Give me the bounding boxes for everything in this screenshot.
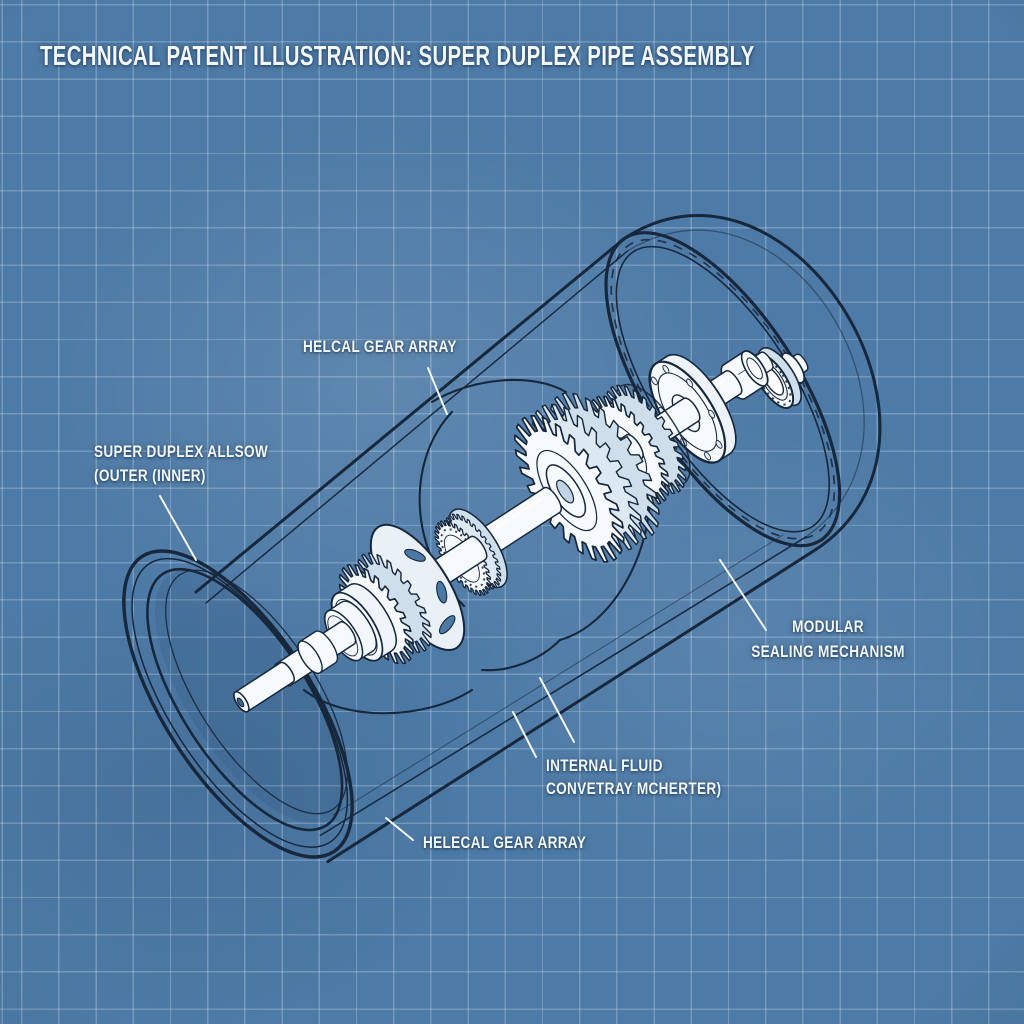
flange-bolt-hole bbox=[686, 378, 694, 388]
label-super-duplex-alloy: SUPER DUPLEX ALLSOW (OUTER (INNER) bbox=[94, 440, 268, 488]
leader-helical-top bbox=[427, 367, 448, 415]
label-super-duplex-alloy-line2: (OUTER (INNER) bbox=[94, 466, 206, 485]
cutaway-trough-edge bbox=[480, 638, 562, 672]
page-title: TECHNICAL PATENT ILLUSTRATION: SUPER DUP… bbox=[40, 40, 755, 71]
label-modular-line1: MODULAR bbox=[792, 617, 864, 636]
cutaway-shell-bottom bbox=[302, 688, 474, 715]
pipe-bottom-edge-outer bbox=[326, 548, 817, 864]
label-internal-fluid-conveyor: INTERNAL FLUID CONVETRAY MCHERTER) bbox=[546, 754, 721, 800]
leader-internal-fluid-a bbox=[512, 711, 537, 758]
label-super-duplex-alloy-line1: SUPER DUPLEX ALLSOW bbox=[94, 442, 269, 461]
output-hex-face-ring bbox=[746, 357, 763, 380]
pipe-bottom-bore-line bbox=[332, 534, 784, 816]
pipe-top-edge-inner bbox=[205, 250, 629, 604]
leader-internal-fluid-b bbox=[539, 677, 575, 743]
pipe-top-edge-outer bbox=[194, 236, 627, 594]
carrier-plate-cutout bbox=[404, 548, 426, 562]
output-hex-face bbox=[740, 350, 769, 387]
flange-bolt-hole bbox=[715, 440, 723, 449]
flange-bolt-hole bbox=[650, 376, 658, 386]
leader-lines bbox=[159, 367, 767, 841]
carrier-plate-cutout bbox=[438, 615, 456, 635]
end-cap-inner-line bbox=[627, 229, 865, 538]
label-fluid-line2: CONVETRAY MCHERTER) bbox=[546, 779, 722, 798]
label-helical-gear-array-top: HELCAL GEAR ARRAY bbox=[303, 337, 457, 356]
internal-gear-train bbox=[233, 347, 809, 713]
label-modular-line2: SEALING MECHANISM bbox=[751, 642, 905, 661]
cutaway-shell-top bbox=[430, 378, 568, 404]
end-cap-outline bbox=[623, 213, 882, 552]
label-helical-gear-array-bottom: HELECAL GEAR ARRAY bbox=[423, 833, 587, 852]
label-fluid-line1: INTERNAL FLUID bbox=[546, 756, 663, 775]
flange-bolt-hole bbox=[704, 451, 711, 461]
carrier-plate-cutout bbox=[436, 580, 448, 604]
leader-modular-sealing bbox=[719, 559, 767, 631]
leader-helical-bottom bbox=[385, 817, 414, 841]
main-gear-bore bbox=[556, 479, 575, 504]
input-shaft-collar-face bbox=[297, 640, 323, 674]
leader-super-duplex bbox=[159, 495, 197, 561]
drive-shaft-tip-bore bbox=[236, 697, 245, 708]
flange-bolt-hole bbox=[708, 409, 716, 419]
label-modular-sealing-mechanism: MODULAR SEALING MECHANISM bbox=[748, 614, 908, 664]
pipe-bottom-edge-inner bbox=[319, 535, 807, 837]
flange-bolt-hole bbox=[662, 364, 670, 374]
